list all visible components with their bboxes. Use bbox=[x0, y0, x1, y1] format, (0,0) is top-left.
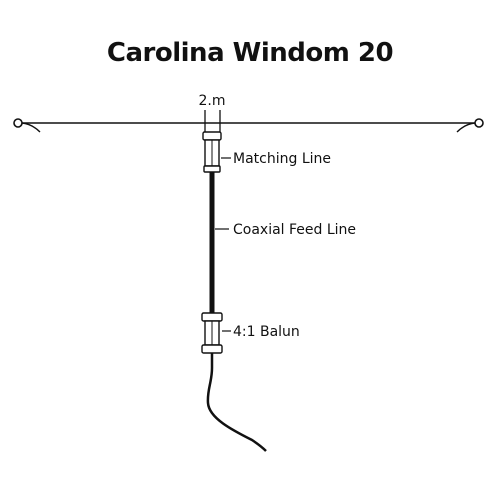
diagram-title: Carolina Windom 20 bbox=[106, 38, 394, 68]
dimension-label: 2.m bbox=[199, 93, 226, 109]
balun-label: 4:1 Balun bbox=[233, 324, 300, 340]
balun-fitting bbox=[201, 312, 223, 354]
right-insulator bbox=[456, 118, 484, 133]
matching-line-label: Matching Line bbox=[233, 151, 331, 167]
matching-line-fitting bbox=[202, 131, 222, 173]
coax-feed-line-label: Coaxial Feed Line bbox=[233, 222, 356, 238]
left-insulator bbox=[13, 118, 41, 133]
lower-coax-line bbox=[206, 353, 267, 452]
